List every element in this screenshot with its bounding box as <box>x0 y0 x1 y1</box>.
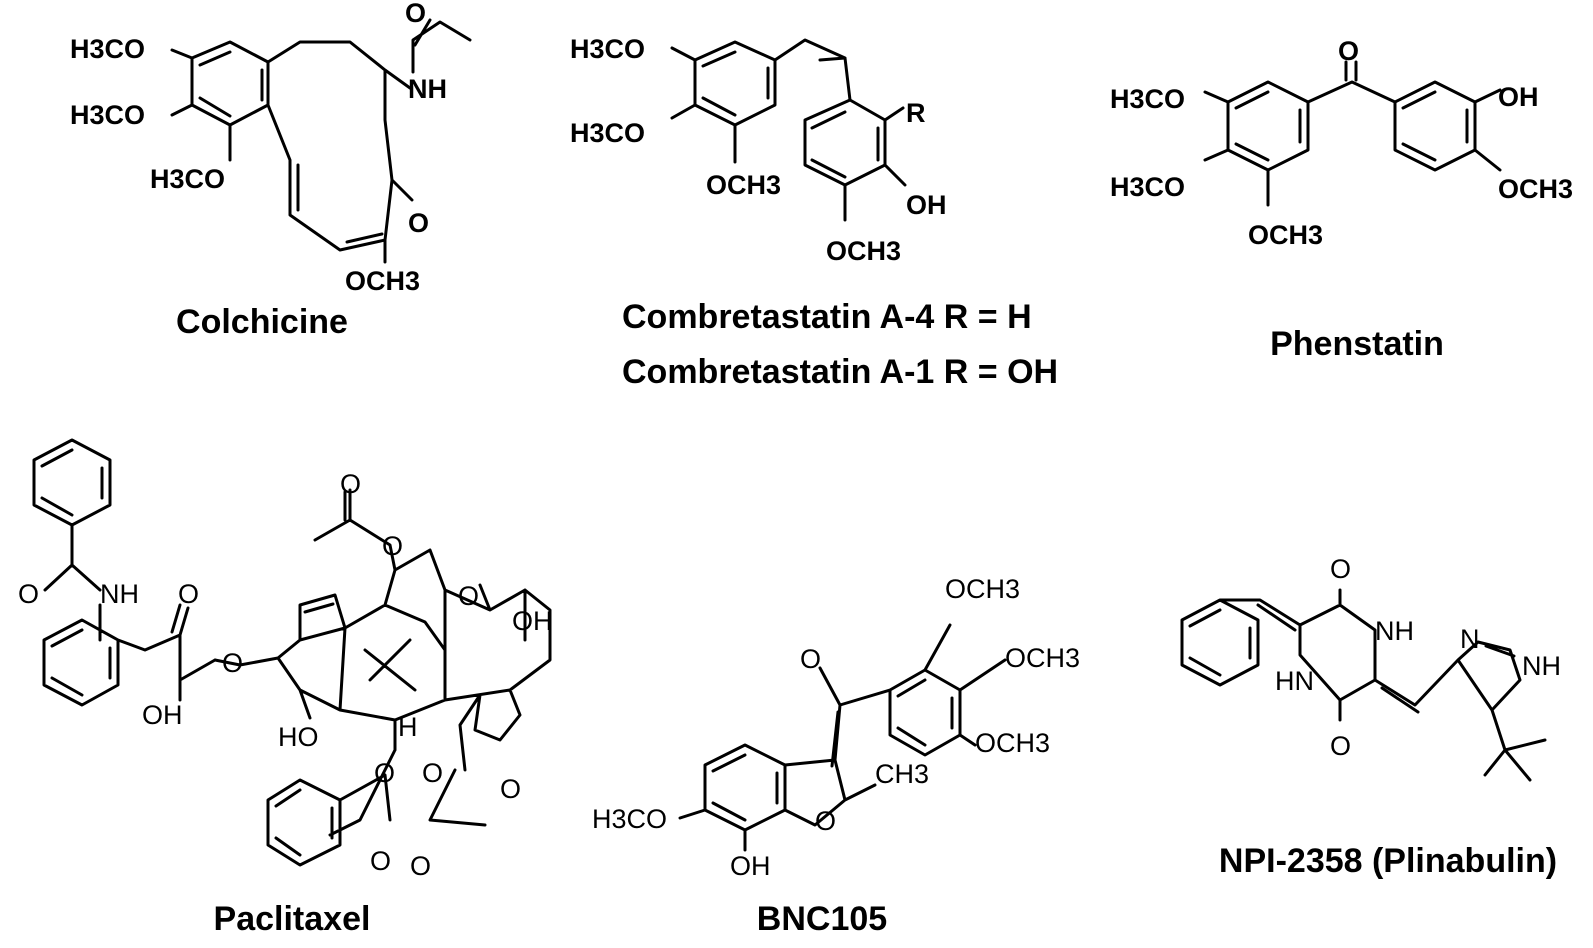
phenstatin-atom: H3CO <box>1110 84 1185 114</box>
phenstatin-atom: O <box>1338 36 1359 66</box>
plinabulin-atom: HN <box>1275 666 1314 696</box>
colchicine-name: Colchicine <box>176 303 348 341</box>
paclitaxel-structure: O NH O O OH O O O OH HO H O O O O O Pacl… <box>18 438 553 938</box>
plinabulin-structure: O NH HN O N NH NPI-2358 (Plinabulin) <box>1180 554 1561 880</box>
combretastatin-name-line1: Combretastatin A-4 R = H <box>622 298 1032 336</box>
colchicine-atom: O <box>408 208 429 238</box>
combretastatin-bonds <box>670 38 907 222</box>
bnc105-atom: CH3 <box>875 759 929 789</box>
combretastatin-atom: H3CO <box>570 118 645 148</box>
combretastatin-atom: OCH3 <box>706 170 781 200</box>
paclitaxel-atom: HO <box>278 722 319 752</box>
colchicine-bonds <box>170 18 472 264</box>
colchicine-atom: OCH3 <box>345 266 420 296</box>
combretastatin-structure: H3CO H3CO OCH3 R OH OCH3 Combretastatin … <box>570 34 1058 391</box>
paclitaxel-atom: O <box>340 469 361 499</box>
combretastatin-atom: R <box>906 98 926 128</box>
plinabulin-atom: NH <box>1522 651 1561 681</box>
paclitaxel-atom: H <box>398 712 418 742</box>
combretastatin-name-line2: Combretastatin A-1 R = OH <box>622 353 1058 391</box>
paclitaxel-atom: O <box>18 579 39 609</box>
colchicine-atom: NH <box>408 74 447 104</box>
paclitaxel-name: Paclitaxel <box>214 900 371 938</box>
combretastatin-atom: OH <box>906 190 947 220</box>
bnc105-atom: OCH3 <box>945 574 1020 604</box>
plinabulin-atom: O <box>1330 554 1351 584</box>
paclitaxel-atom: O <box>382 531 403 561</box>
phenstatin-bonds <box>1203 60 1502 207</box>
phenstatin-atom: H3CO <box>1110 172 1185 202</box>
bnc105-atom: OCH3 <box>1005 643 1080 673</box>
plinabulin-bonds <box>1180 588 1547 782</box>
plinabulin-atom: N <box>1460 624 1480 654</box>
combretastatin-atom: H3CO <box>570 34 645 64</box>
colchicine-atom: O <box>405 0 426 28</box>
paclitaxel-atom: O <box>410 851 431 881</box>
plinabulin-atom: O <box>1330 731 1351 761</box>
paclitaxel-atom: O <box>500 774 521 804</box>
colchicine-structure: H3CO H3CO H3CO NH O O OCH3 Colchicine <box>70 0 472 341</box>
bnc105-atom: O <box>815 806 836 836</box>
plinabulin-atom: NH <box>1375 616 1414 646</box>
colchicine-atom: H3CO <box>150 164 225 194</box>
phenstatin-atom: OH <box>1498 82 1539 112</box>
paclitaxel-atom: O <box>370 846 391 876</box>
bnc105-structure: O OCH3 OCH3 OCH3 CH3 O H3CO OH BNC105 <box>592 574 1080 938</box>
paclitaxel-atom: OH <box>142 700 183 730</box>
plinabulin-name: NPI-2358 (Plinabulin) <box>1219 842 1557 880</box>
bnc105-atom: H3CO <box>592 804 667 834</box>
paclitaxel-bonds <box>32 438 552 867</box>
paclitaxel-atom: NH <box>100 579 139 609</box>
colchicine-atom: H3CO <box>70 100 145 130</box>
bnc105-atom: O <box>800 644 821 674</box>
phenstatin-atom: OCH3 <box>1498 174 1573 204</box>
bnc105-atom: OCH3 <box>975 728 1050 758</box>
phenstatin-name: Phenstatin <box>1270 325 1444 363</box>
phenstatin-atom: OCH3 <box>1248 220 1323 250</box>
colchicine-atom: H3CO <box>70 34 145 64</box>
bnc105-bonds <box>678 623 1007 852</box>
paclitaxel-atom: O <box>422 758 443 788</box>
paclitaxel-atom: O <box>458 581 479 611</box>
combretastatin-atom: OCH3 <box>826 236 901 266</box>
paclitaxel-atom: O <box>222 648 243 678</box>
bnc105-name: BNC105 <box>757 900 887 938</box>
paclitaxel-atom: O <box>374 758 395 788</box>
paclitaxel-atom: OH <box>512 606 553 636</box>
phenstatin-structure: O H3CO H3CO OCH3 OH OCH3 Phenstatin <box>1110 36 1573 363</box>
bnc105-atom: OH <box>730 851 771 881</box>
paclitaxel-atom: O <box>178 579 199 609</box>
